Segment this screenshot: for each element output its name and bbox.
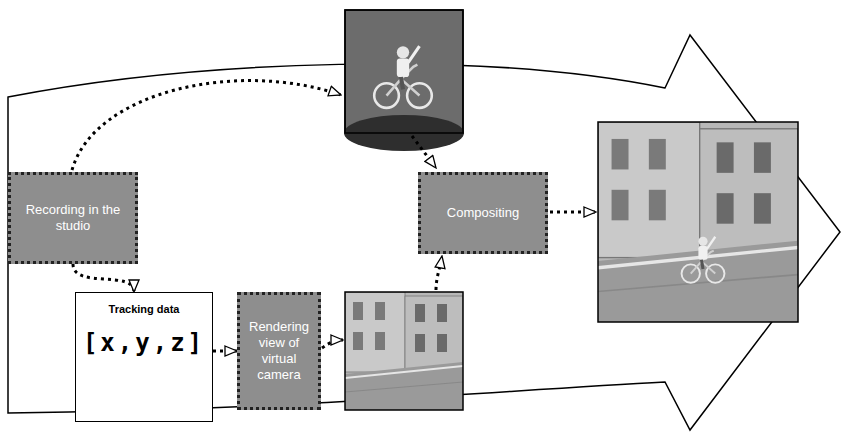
flow-line <box>72 81 596 348</box>
process-box: Compositing <box>418 172 548 254</box>
coordinate-text: [x,y,z] <box>83 329 205 357</box>
studio-photo <box>344 10 464 151</box>
flow-connector <box>213 350 237 353</box>
box-label: Rendering view of virtual camera <box>246 319 312 384</box>
flow-connector <box>73 264 134 292</box>
box-label: Recording in the studio <box>17 202 129 235</box>
box-heading: Tracking data <box>109 303 180 315</box>
box-label: Compositing <box>447 205 519 221</box>
process-box: Recording in the studio <box>8 172 138 264</box>
process-box: Rendering view of virtual camera <box>237 292 321 410</box>
data-box: Tracking data [x,y,z] <box>75 292 213 422</box>
composite-image <box>598 122 798 322</box>
rendered-view <box>345 292 463 410</box>
